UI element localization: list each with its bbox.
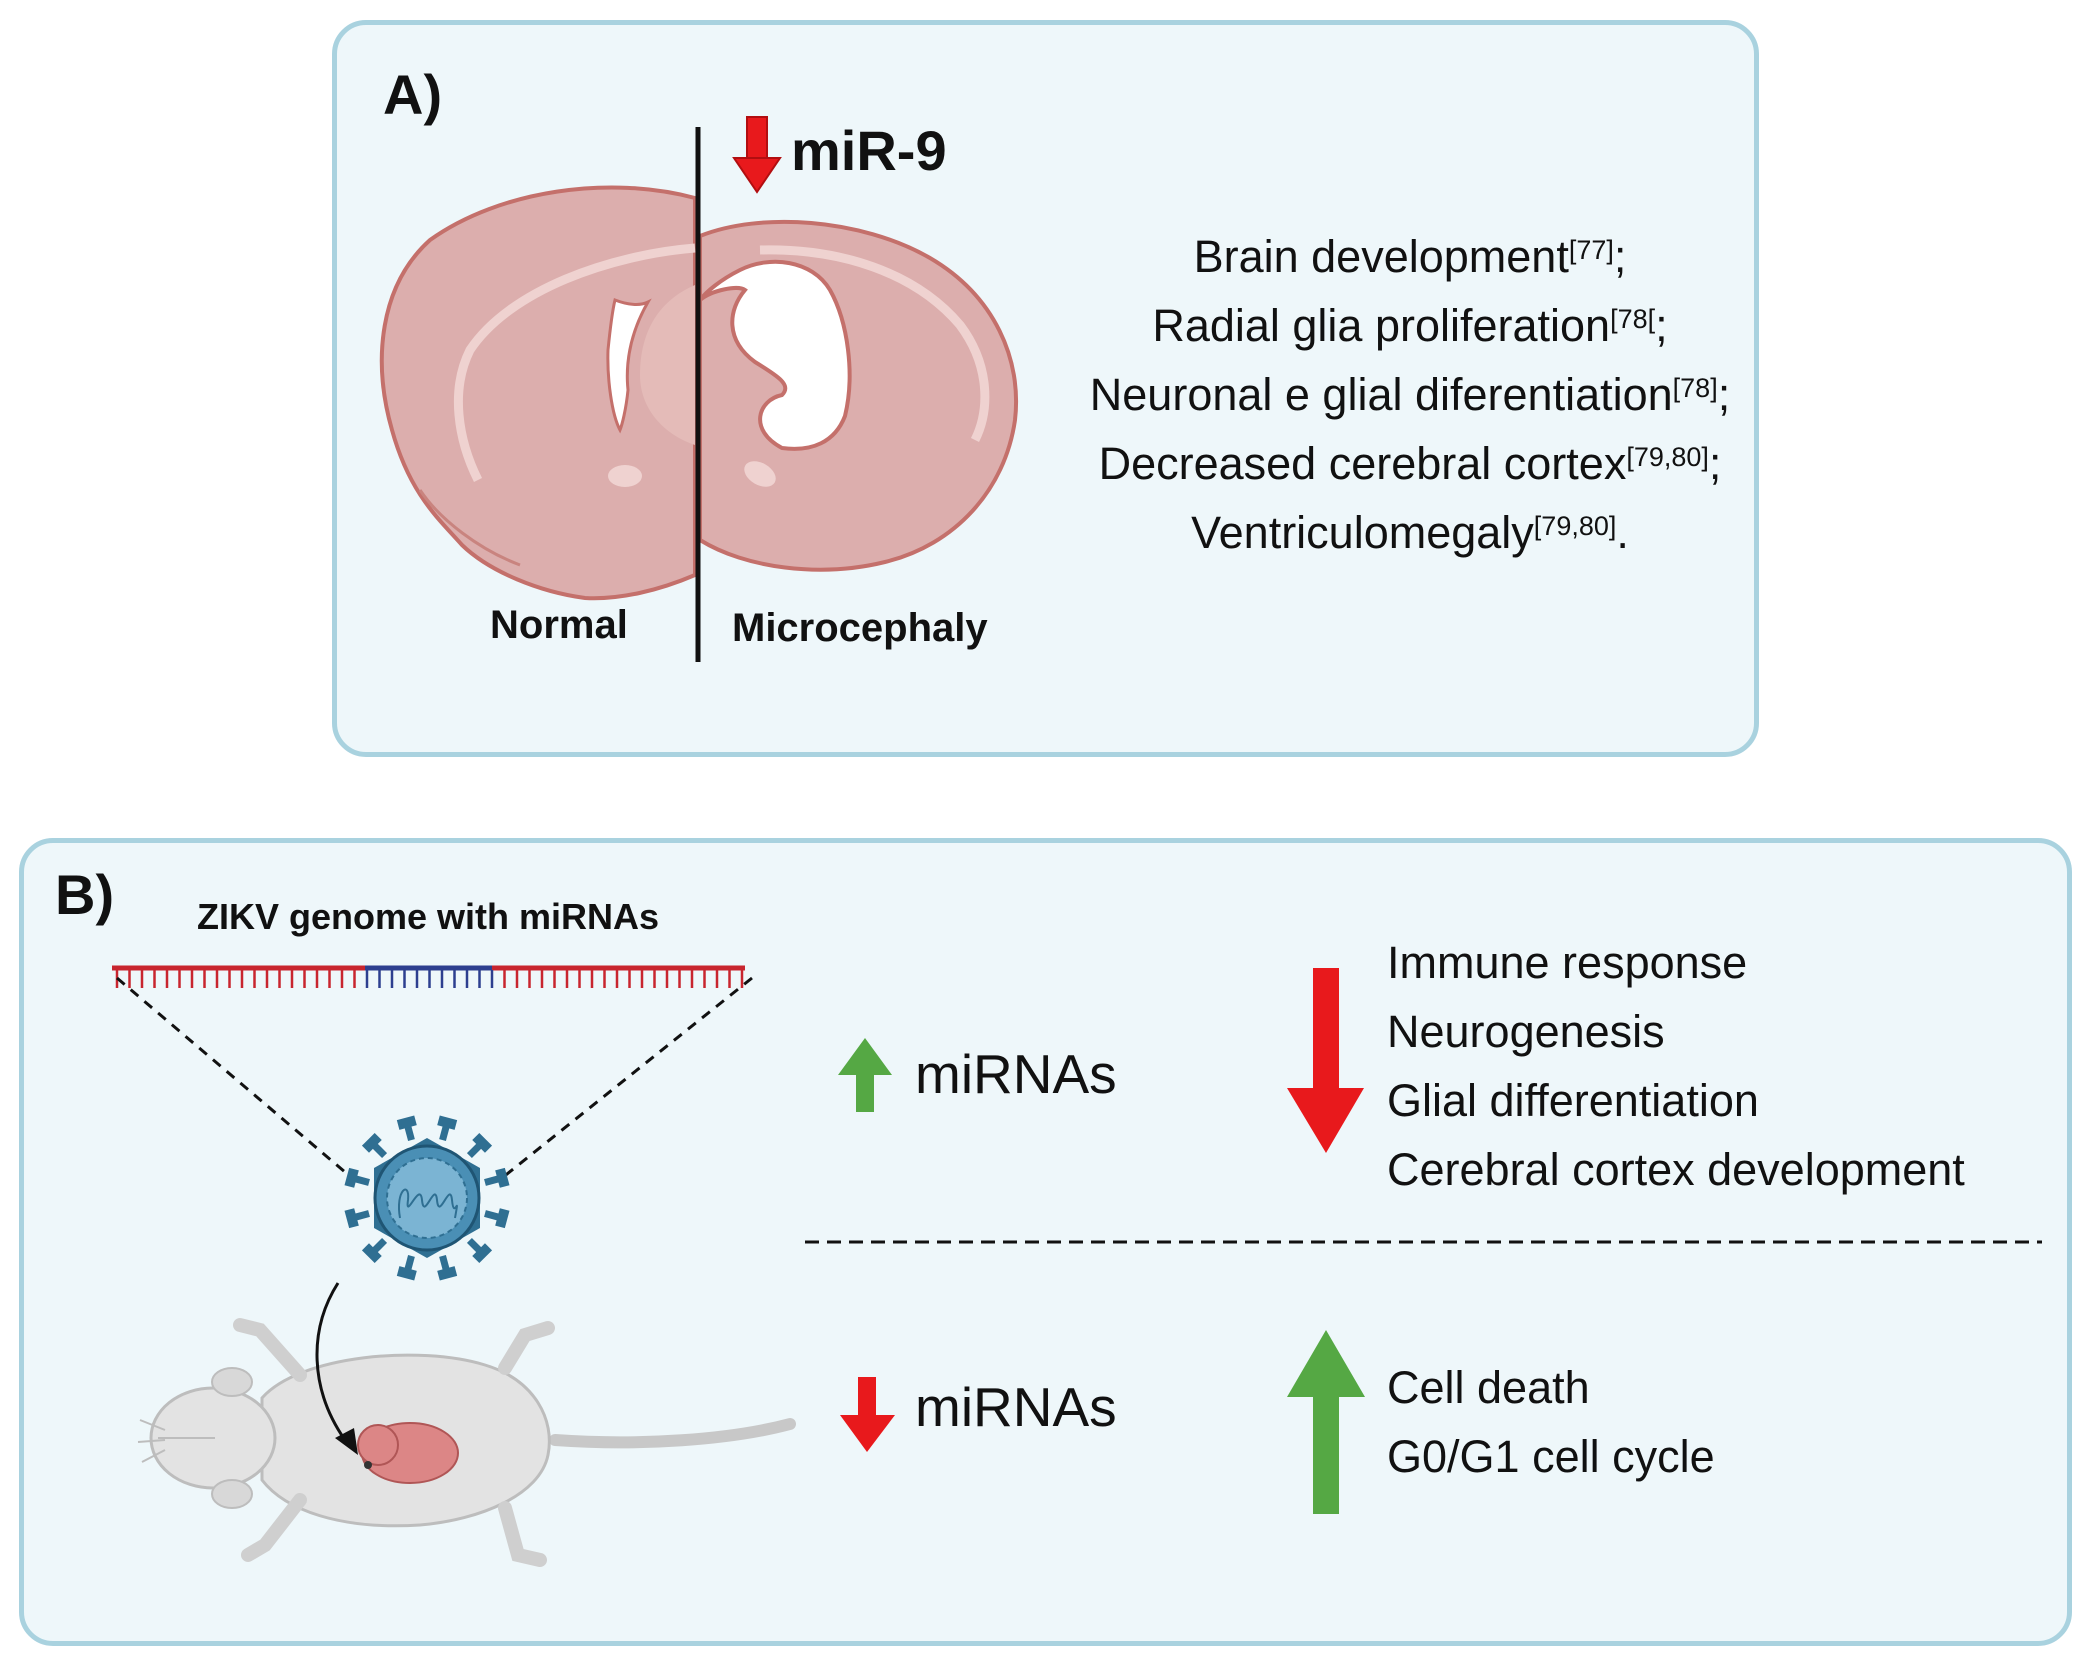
- genome-title: ZIKV genome with miRNAs: [197, 896, 660, 937]
- pregnant-mouse-icon: [137, 1318, 796, 1567]
- infection-arrow-line: [315, 1282, 347, 1441]
- panel-a-label: A): [383, 63, 443, 126]
- effect-item: Ventriculomegaly[79,80].: [1191, 507, 1629, 558]
- effect-item: Decreased cerebral cortex[79,80];: [1098, 438, 1722, 489]
- list-item: Cell death: [1387, 1362, 1590, 1413]
- genome-strand-icon: [112, 965, 745, 988]
- zika-virus-icon: [344, 1115, 510, 1281]
- list-item: Immune response: [1387, 937, 1748, 988]
- zoom-line-right: [501, 976, 753, 1180]
- mirna-up-label: miRNAs: [915, 1043, 1117, 1105]
- mirna-down-arrow-icon: [840, 1377, 895, 1452]
- list-item: Glial differentiation: [1387, 1075, 1759, 1126]
- mir9-down-arrow-icon: [732, 116, 782, 194]
- list-item: G0/G1 cell cycle: [1387, 1431, 1715, 1482]
- brain-normal-icon: [379, 185, 697, 601]
- panel-b-label: B): [55, 863, 115, 926]
- effect-item: Neuronal e glial diferentiation[78];: [1089, 369, 1731, 420]
- zoom-line-left: [116, 976, 353, 1180]
- upregulated-effects-list: Cell death G0/G1 cell cycle: [1387, 1353, 1715, 1491]
- effect-item: Radial glia proliferation[78[;: [1152, 300, 1668, 351]
- downregulated-effects-list: Immune response Neurogenesis Glial diffe…: [1387, 928, 1965, 1204]
- effects-down-arrow-icon: [1287, 968, 1364, 1153]
- mirna-up-arrow-icon: [838, 1038, 892, 1112]
- panel-a-effects-list: Brain development[77]; Radial glia proli…: [1030, 222, 1790, 567]
- list-item: Neurogenesis: [1387, 1006, 1665, 1057]
- microcephaly-label: Microcephaly: [732, 606, 988, 650]
- list-item: Cerebral cortex development: [1387, 1144, 1965, 1195]
- effect-item: Brain development[77];: [1193, 231, 1627, 282]
- infection-arrowhead-icon: [335, 1428, 358, 1455]
- normal-label: Normal: [490, 603, 628, 647]
- brain-microcephaly-icon: [698, 219, 1018, 572]
- mirna-down-label: miRNAs: [915, 1376, 1117, 1438]
- effects-up-arrow-icon: [1287, 1330, 1365, 1514]
- mir9-label: miR-9: [791, 119, 947, 182]
